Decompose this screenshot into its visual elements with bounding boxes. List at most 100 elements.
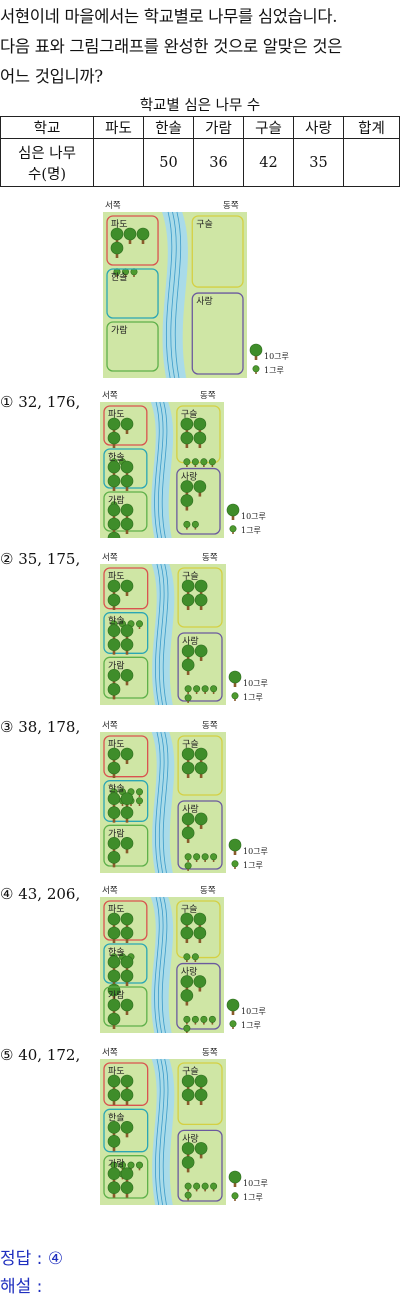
big-tree-icon — [120, 1121, 134, 1138]
garam-school-label: 가람 — [108, 989, 125, 1001]
hansol-school-box — [103, 943, 148, 984]
big-tree-icon — [120, 955, 134, 972]
big-tree-icon — [120, 1088, 134, 1105]
small-tree-icon — [184, 685, 192, 694]
big-tree-icon — [107, 517, 121, 534]
pado-school-label: 파도 — [111, 219, 128, 230]
legend-1-label: 1그루 — [243, 693, 263, 702]
small-tree-icon — [191, 458, 199, 467]
big-tree-icon — [120, 1074, 134, 1091]
legend-1-label: 1그루 — [243, 861, 263, 870]
small-tree-icon — [193, 1182, 201, 1192]
question-line-3: 어느 것입니까? — [0, 67, 103, 86]
hansol-school-label: 한솔 — [108, 1112, 125, 1123]
small-tree-icon — [184, 862, 192, 871]
small-tree-icon — [252, 365, 260, 374]
river — [162, 212, 188, 378]
big-tree-icon — [107, 417, 121, 434]
big-tree-icon — [228, 838, 242, 855]
legend-10-label: 10그루 — [243, 1179, 268, 1188]
sarang-school-box — [176, 467, 221, 535]
legend-1-label: 1그루 — [243, 1193, 263, 1202]
option-5-label: ⑤ 40, 172, — [0, 1046, 81, 1064]
big-tree-icon — [180, 431, 194, 448]
big-tree-icon — [181, 579, 195, 596]
small-tree-icon — [231, 692, 239, 701]
big-tree-icon — [107, 926, 121, 943]
legend-1-label: 1그루 — [264, 366, 284, 375]
big-tree-icon — [194, 579, 208, 596]
big-tree-icon — [181, 644, 195, 661]
legend-10-label: 10그루 — [264, 352, 289, 361]
west-label: 서쪽 — [102, 391, 118, 401]
small-tree-icon — [201, 853, 209, 862]
garam-school-box — [103, 986, 148, 1027]
big-tree-icon — [181, 593, 195, 610]
header-cell: 파도 — [93, 116, 144, 139]
river — [150, 897, 174, 1033]
big-tree-icon — [107, 579, 121, 596]
small-tree-icon — [184, 694, 192, 703]
big-tree-icon — [120, 998, 134, 1015]
garam-school-box — [103, 824, 149, 867]
sarang-school-label: 사랑 — [182, 1132, 199, 1144]
small-tree-icon — [229, 525, 237, 534]
small-tree-icon — [135, 788, 143, 797]
small-tree-icon — [183, 520, 191, 530]
pado-school-label: 파도 — [108, 739, 125, 750]
big-tree-icon — [120, 837, 134, 854]
garam-school-box — [103, 1155, 149, 1199]
big-tree-icon — [107, 638, 121, 655]
big-tree-icon — [226, 503, 240, 520]
big-tree-icon — [107, 624, 121, 641]
big-tree-icon — [228, 670, 242, 687]
big-tree-icon — [107, 474, 121, 491]
garam-school-label: 가람 — [111, 324, 128, 336]
sarang-school-label: 사랑 — [196, 295, 213, 307]
big-tree-icon — [181, 1142, 195, 1159]
garam-school-label: 가람 — [108, 659, 125, 671]
big-tree-icon — [193, 431, 207, 448]
big-tree-icon — [120, 912, 134, 929]
hansol-school-label: 한솔 — [108, 616, 125, 627]
big-tree-icon — [120, 579, 134, 596]
east-label: 동쪽 — [223, 201, 239, 211]
guseul-school-label: 구슬 — [181, 409, 198, 420]
big-tree-icon — [193, 480, 207, 497]
river — [151, 564, 175, 705]
garam-school-box — [103, 491, 148, 532]
big-tree-icon — [120, 624, 134, 641]
big-tree-icon — [107, 669, 121, 686]
answer-text: 정답 : ④ — [0, 1249, 64, 1269]
small-tree-icon — [184, 853, 192, 862]
guseul-school-label: 구슬 — [181, 904, 198, 915]
big-tree-icon — [120, 1167, 134, 1184]
small-tree-icon — [208, 1015, 216, 1025]
garam-school-box — [103, 656, 149, 699]
value-cell: 42 — [243, 138, 294, 187]
legend-1-label: 1그루 — [241, 1021, 261, 1030]
big-tree-icon — [181, 658, 195, 675]
small-tree-icon — [121, 268, 129, 277]
pado-school-label: 파도 — [108, 409, 125, 420]
hansol-school-label: 한솔 — [108, 452, 125, 463]
big-tree-icon — [110, 227, 124, 244]
big-tree-icon — [180, 494, 194, 511]
question-line-2: 다음 표와 그림그래프를 완성한 것으로 알맞은 것은 — [0, 37, 343, 56]
sarang-school-box — [191, 292, 244, 375]
guseul-school-label: 구슬 — [182, 739, 199, 750]
river — [151, 1059, 175, 1205]
explanation-label: 해설 : — [0, 1277, 43, 1297]
big-tree-icon — [120, 806, 134, 823]
guseul-school-box — [191, 215, 244, 288]
legend-10-label: 10그루 — [241, 1007, 266, 1016]
legend-1-label: 1그루 — [241, 526, 261, 535]
option-4-label: ④ 43, 206, — [0, 885, 81, 903]
big-tree-icon — [107, 747, 121, 764]
